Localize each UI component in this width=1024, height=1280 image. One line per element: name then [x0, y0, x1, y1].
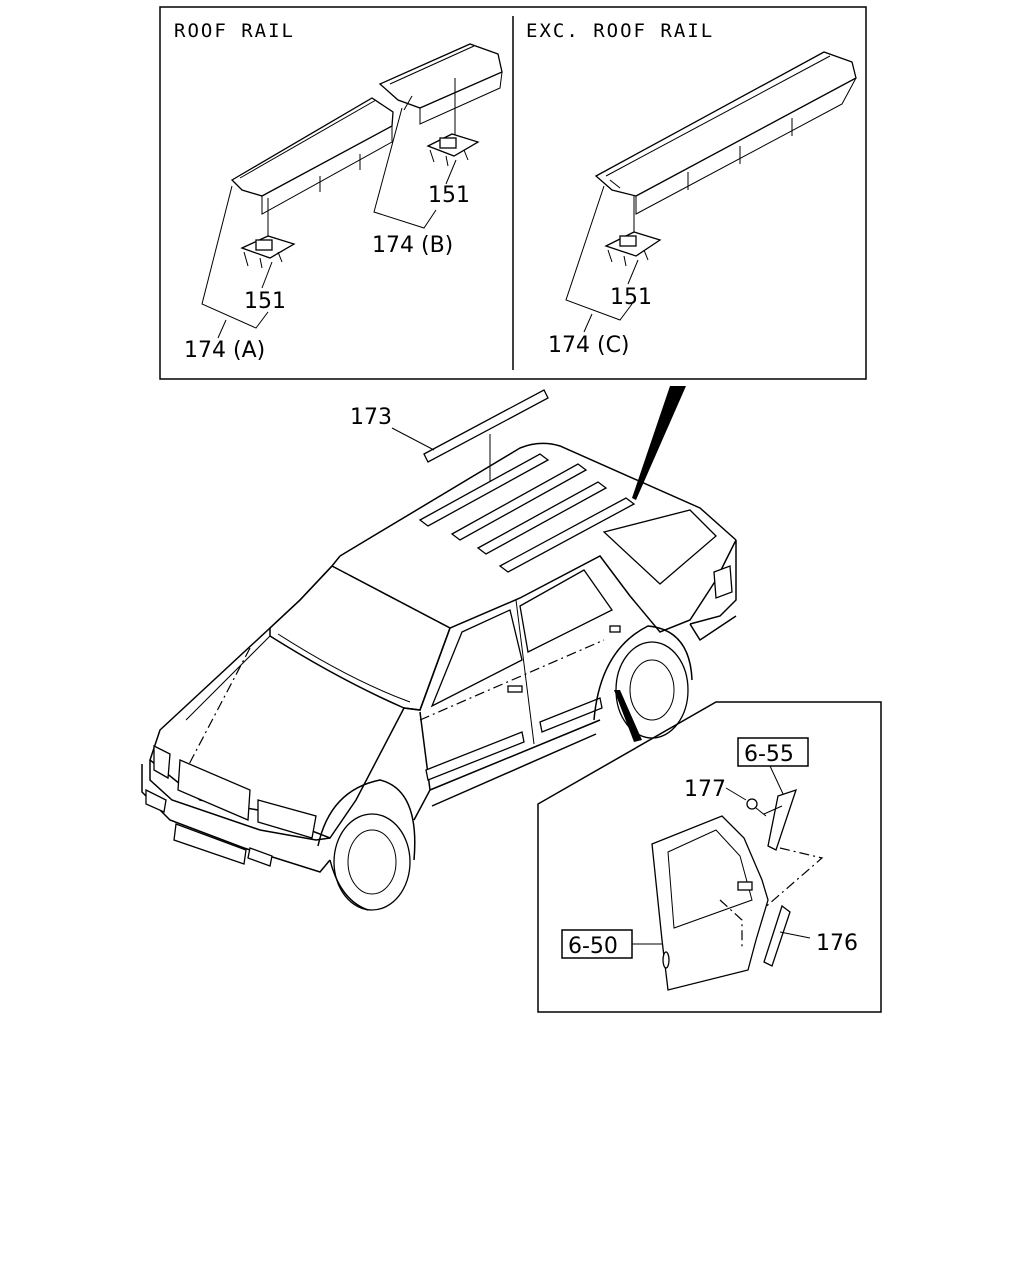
- callout-151-a: 151: [244, 289, 286, 314]
- ref-box-6-55: [737, 737, 809, 767]
- rear-wheel: [593, 625, 693, 739]
- inset-pointer-wedge: [632, 386, 686, 500]
- door-inset-frame: [537, 701, 882, 1013]
- roof-rail-inset: ROOF RAIL EXC. ROOF RAIL 151 174 (A): [159, 6, 867, 380]
- callout-176: 176: [816, 931, 858, 956]
- garnish-176: [763, 904, 791, 967]
- callout-151-b: 151: [428, 183, 470, 208]
- rear-door: [651, 815, 769, 991]
- inset-frame: [159, 6, 867, 380]
- rear-door-inset: 6-55 177 6-50 176: [537, 701, 882, 1013]
- roof-rail-a: [230, 97, 394, 269]
- roof-rail-c: [594, 51, 857, 267]
- door-inset-pointer: [614, 690, 642, 742]
- callout-174-b: 174 (B): [372, 233, 453, 258]
- vehicle-illustration: 173: [141, 389, 737, 911]
- front-wheel: [317, 779, 416, 911]
- callout-151-c: 151: [610, 285, 652, 310]
- roof-rail-b: [378, 43, 503, 167]
- callout-173: 173: [350, 405, 392, 430]
- ref-6-55: 6-55: [744, 742, 794, 767]
- callout-174-c: 174 (C): [548, 333, 630, 358]
- roof-rail-header: ROOF RAIL: [174, 20, 295, 42]
- exc-roof-rail-header: EXC. ROOF RAIL: [526, 20, 714, 42]
- callout-174-a: 174 (A): [184, 338, 265, 363]
- callout-177: 177: [684, 777, 726, 802]
- ref-6-50: 6-50: [568, 934, 618, 959]
- screw-177: [746, 798, 767, 817]
